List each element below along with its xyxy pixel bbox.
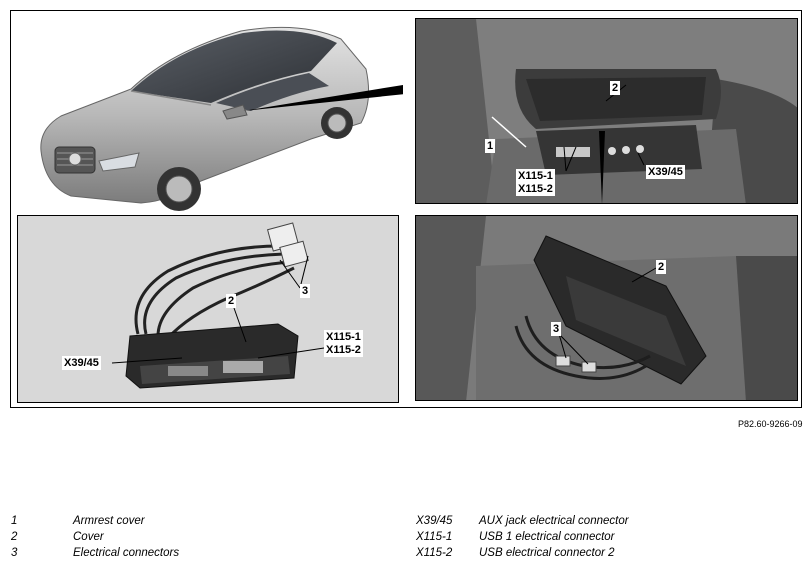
callout-2: 2 xyxy=(226,294,237,308)
cover-removed-photo xyxy=(416,216,797,400)
legend-text: Armrest cover xyxy=(73,515,145,527)
cover-component-illustration xyxy=(111,222,325,389)
callout-x39-45: X39/45 xyxy=(62,356,101,370)
cover-component-panel: 2 3 X39/45 X115-1 X115-2 xyxy=(17,215,399,403)
figure-frame: 2 3 X39/45 X115-1 X115-2 1 2 xyxy=(10,10,802,408)
legend-key: 3 xyxy=(11,547,18,559)
callout-x39-45: X39/45 xyxy=(646,165,685,179)
armrest-photo-panel: 1 2 X115-1 X115-2 X39/45 xyxy=(415,18,798,204)
legend-text: USB electrical connector 2 xyxy=(479,547,615,559)
legend-item: 2 Cover xyxy=(11,529,179,545)
legend-key: X115-2 xyxy=(416,547,453,559)
legend-key: 1 xyxy=(11,515,18,527)
legend-item: 1 Armrest cover xyxy=(11,513,179,529)
legend-text: Electrical connectors xyxy=(73,547,180,559)
callout-x115-2: X115-2 xyxy=(324,343,363,357)
car-illustration xyxy=(40,26,403,211)
callout-x115-1: X115-1 xyxy=(324,330,363,344)
callout-1: 1 xyxy=(485,139,496,153)
legend-key: 2 xyxy=(11,531,18,543)
callout-2: 2 xyxy=(656,260,667,274)
legend-item: X39/45 AUX jack electrical connector xyxy=(416,513,629,529)
cover-removed-photo-panel: 2 3 xyxy=(415,215,798,401)
armrest-photo xyxy=(416,19,797,203)
callout-3: 3 xyxy=(300,284,311,298)
legend-text: Cover xyxy=(73,531,104,543)
legend-item: X115-1 USB 1 electrical connector xyxy=(416,529,629,545)
car-illustration-panel xyxy=(11,11,403,216)
legend-text: USB 1 electrical connector xyxy=(479,531,615,543)
figure-reference-code: P82.60-9266-09 xyxy=(738,419,803,429)
callout-3: 3 xyxy=(551,322,562,336)
callout-2: 2 xyxy=(610,81,621,95)
legend-item: 3 Electrical connectors xyxy=(11,545,179,561)
legend-key: X115-1 xyxy=(416,531,453,543)
legend-key: X39/45 xyxy=(416,515,453,527)
callout-x115-2: X115-2 xyxy=(516,182,555,196)
legend-right: X39/45 AUX jack electrical connector X115… xyxy=(416,513,629,561)
legend-left: 1 Armrest cover 2 Cover 3 Electrical connec… xyxy=(11,513,179,561)
legend-text: AUX jack electrical connector xyxy=(479,515,629,527)
legend-item: X115-2 USB electrical connector 2 xyxy=(416,545,629,561)
callout-x115-1: X115-1 xyxy=(516,169,555,183)
